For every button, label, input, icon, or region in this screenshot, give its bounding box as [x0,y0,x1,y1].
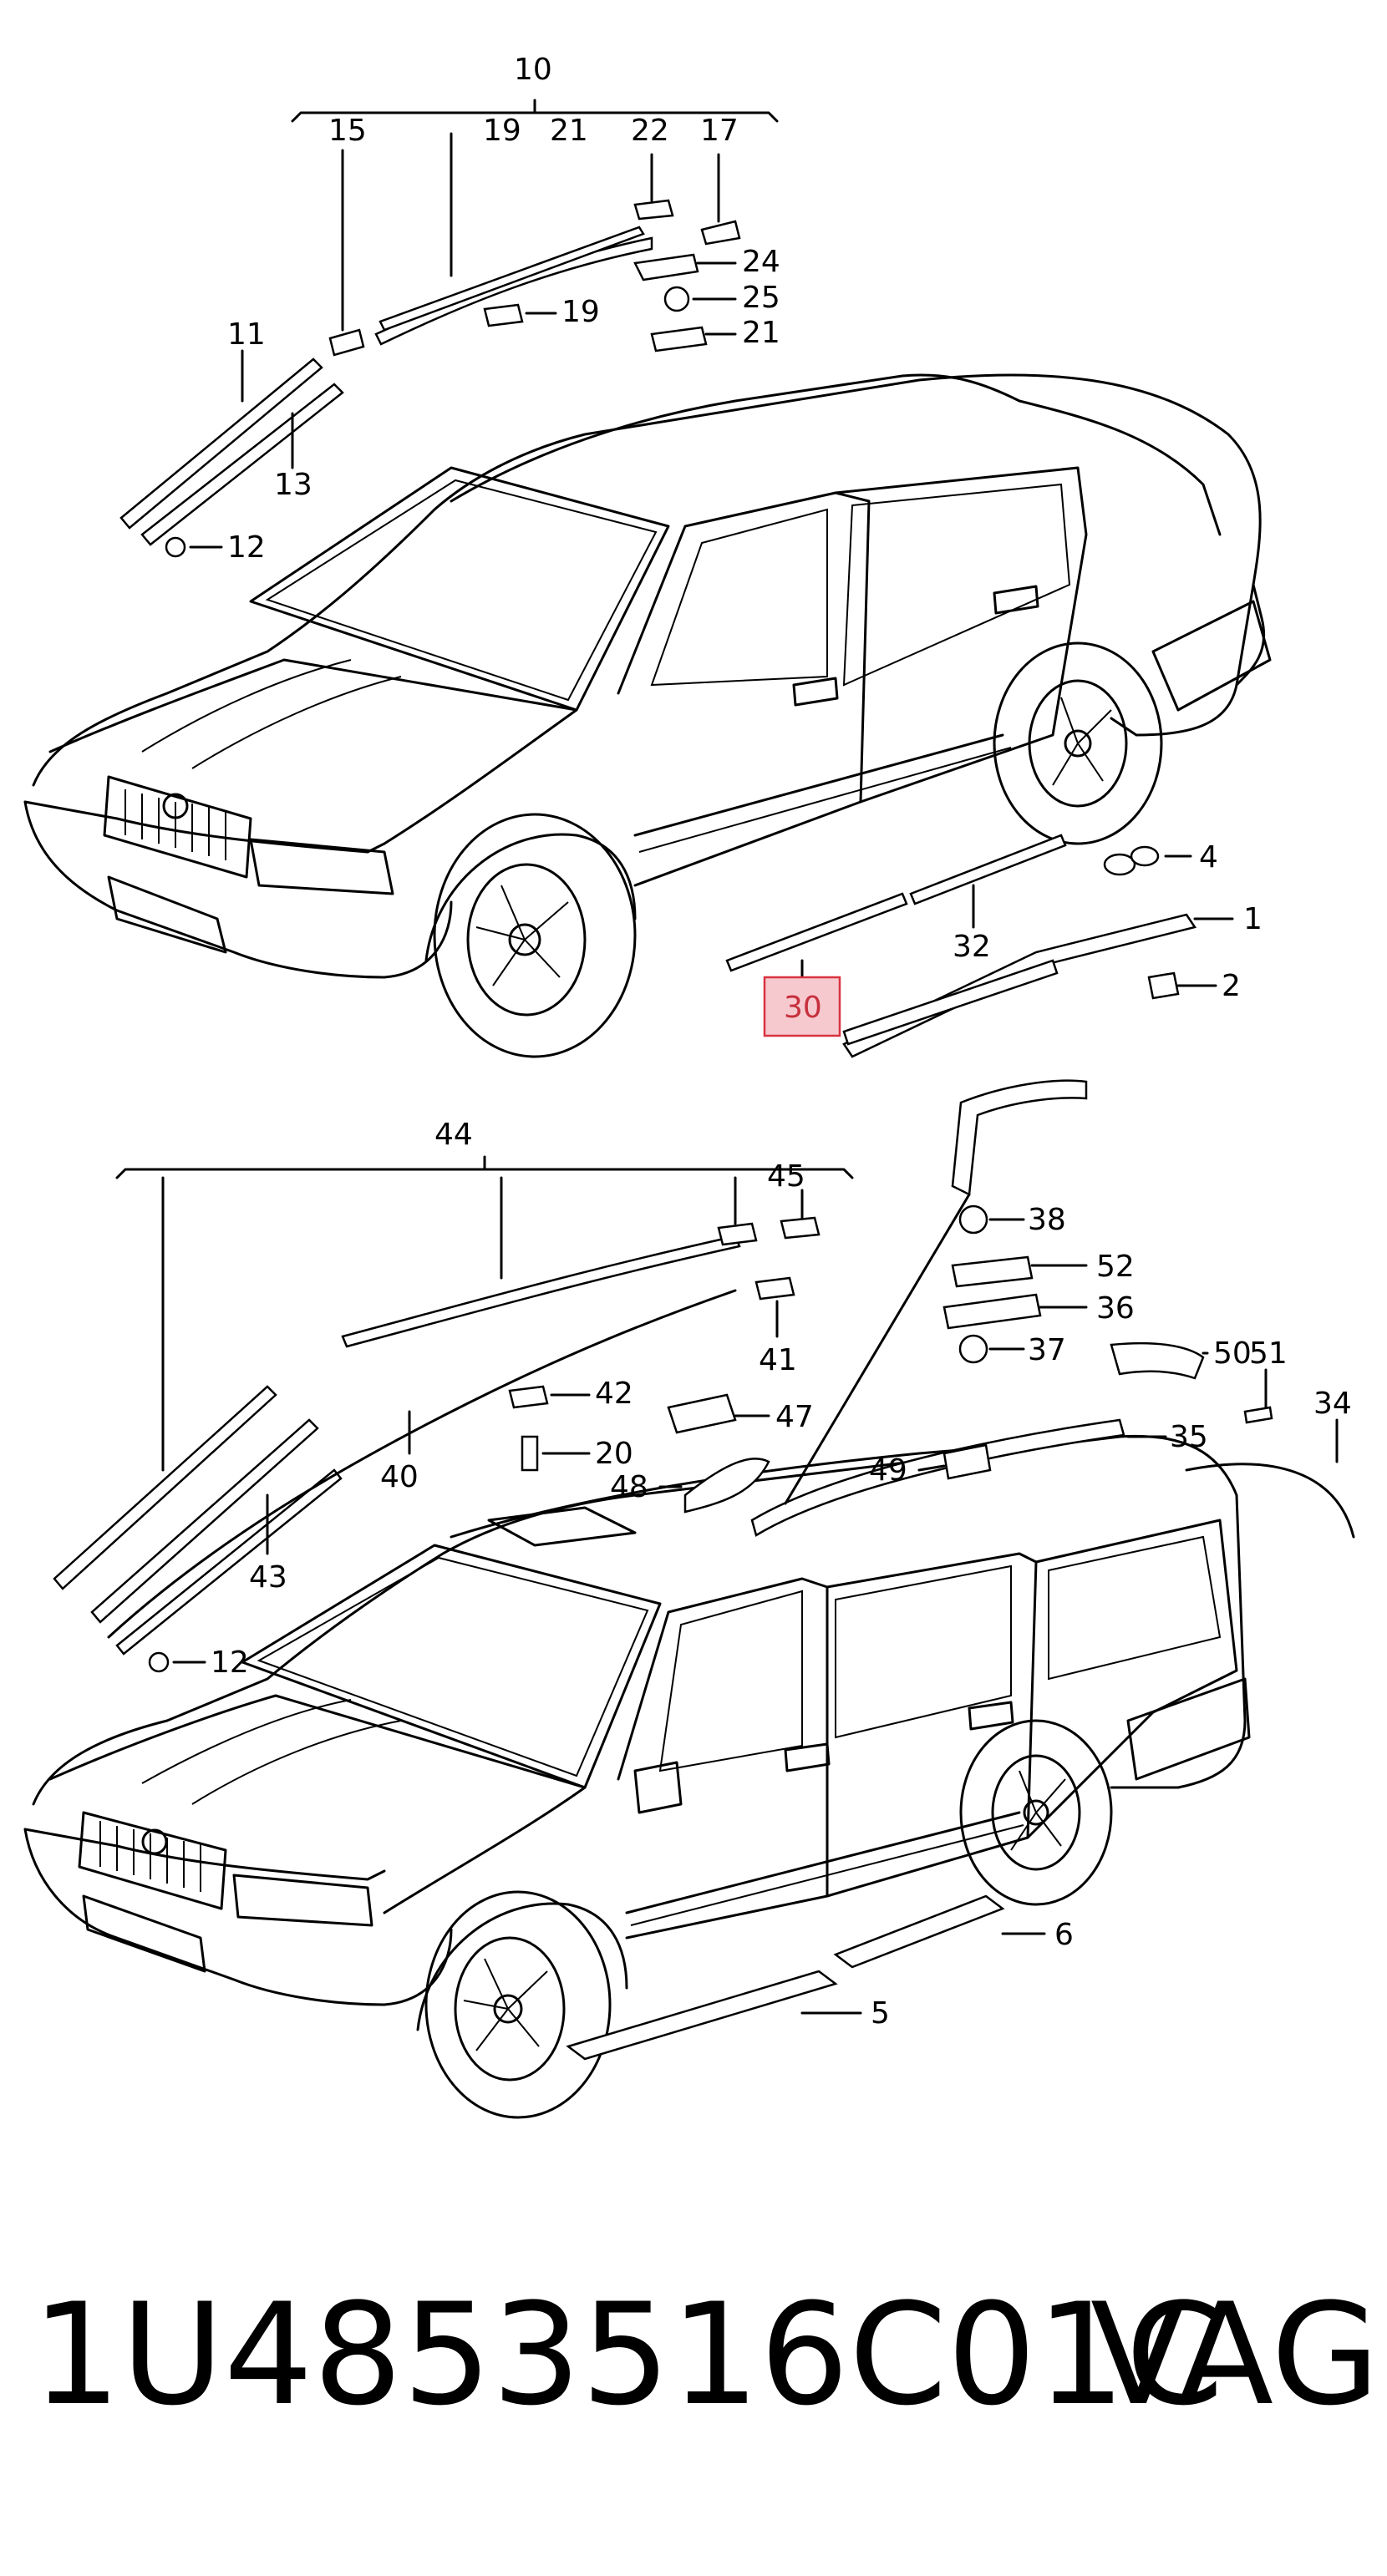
callout-label: 19 [483,114,521,148]
callout-label: 12 [211,1645,249,1680]
callout-label: 44 [434,1118,473,1152]
callout-label: 45 [767,1159,805,1194]
callout-label: 6 [1054,1918,1074,1952]
sedan-parts [119,99,1234,1058]
callout-label: 24 [742,245,780,279]
callout-label: 13 [274,468,312,502]
callout-label: 48 [610,1470,648,1504]
front-grille [99,1821,201,1892]
sedan-callouts: 10 15 19 21 22 17 24 25 19 21 11 13 12 4… [227,53,1263,1003]
front-grille [124,789,226,860]
callout-label: 49 [869,1453,907,1488]
callout-label: 21 [742,316,780,350]
callout-label: 40 [380,1460,419,1494]
callout-label: 12 [227,530,266,565]
callout-label: 42 [595,1377,633,1411]
callout-label: 51 [1249,1336,1288,1371]
callout-label: 2 [1222,969,1241,1003]
sedan-illustration [23,373,1272,1058]
callout-label: 36 [1096,1291,1135,1326]
callout-label: 34 [1313,1387,1352,1421]
callout-label: 52 [1096,1250,1135,1284]
callout-label: 11 [227,317,266,352]
callout-label: 1 [1243,902,1263,936]
highlighted-callout: 30 [763,976,841,1037]
callout-label: 50 [1213,1336,1252,1371]
estate-illustration [23,1434,1251,2119]
callout-label: 32 [953,930,991,964]
callout-label: 47 [775,1400,814,1434]
callout-label: 25 [742,281,780,315]
callout-label: 35 [1170,1420,1208,1454]
callout-label: 20 [595,1437,633,1471]
callout-label: 15 [328,114,367,148]
callout-label: 10 [514,53,552,87]
callout-label: 21 [550,114,588,148]
callout-label: 41 [759,1343,797,1377]
callout-label: 38 [1028,1203,1066,1237]
estate-parts [53,1079,1355,2061]
callout-label: 43 [249,1560,287,1595]
parts-diagram: 10 15 19 21 22 17 24 25 19 21 11 13 12 4… [23,53,1355,2119]
callout-label: 5 [871,1996,890,2031]
callout-label: 17 [700,114,739,148]
callout-label: 19 [561,295,600,329]
callout-label: 22 [631,114,669,148]
part-number: 1U4853516C01C [32,2273,1224,2437]
callout-label: 37 [1028,1333,1066,1367]
callout-label-highlighted: 30 [784,991,822,1025]
estate-callouts: 44 45 41 42 20 47 40 43 12 38 52 36 37 5… [211,1118,1352,2031]
brand-label: VAG [1090,2273,1380,2437]
callout-label: 4 [1199,840,1218,875]
